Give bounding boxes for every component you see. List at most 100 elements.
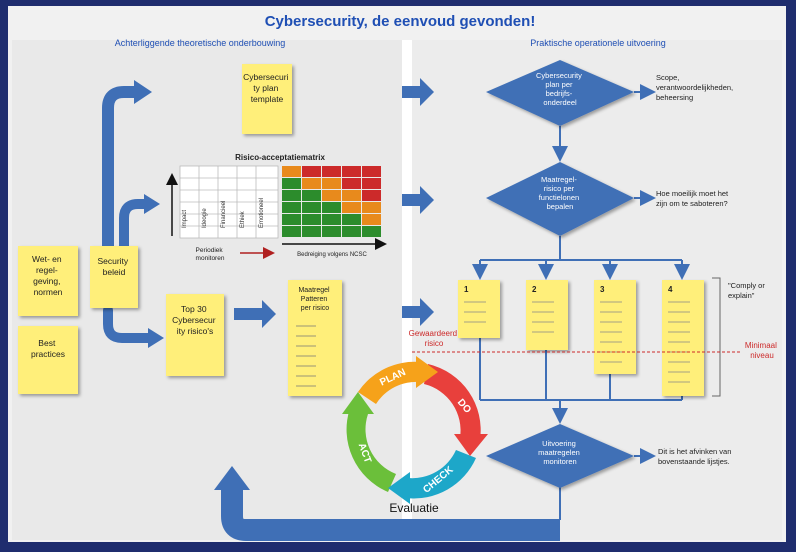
heat-cell — [302, 178, 321, 189]
risk-matrix-label-grid — [179, 165, 279, 239]
level-card-1-number: 1 — [464, 285, 469, 294]
pdca-check-arrowhead — [388, 472, 410, 504]
heat-cell — [302, 226, 321, 237]
heat-cell — [342, 214, 361, 225]
heat-cell — [342, 190, 361, 201]
diamond-1-text: Cybersecurity plan per bedrijfs- onderde… — [536, 71, 584, 107]
sticky-template-text: Cybersecuri ty plan template — [243, 72, 291, 104]
heat-cell — [282, 166, 301, 177]
matrix-label-emotioneel: Emotioneel — [259, 198, 265, 228]
block-arrows — [234, 78, 434, 328]
level-card-4-number: 4 — [668, 285, 673, 294]
comply-bracket — [712, 277, 721, 397]
sticky-wet-text: Wet- en regel- geving, normen — [32, 254, 64, 297]
diamond-uitvoering-monitoren: Uitvoering maatregelen monitoren — [486, 424, 634, 488]
gewaardeerd-risico-label: Gewaardeerd risico — [409, 329, 460, 348]
diamond-plan-per-onderdeel: Cybersecurity plan per bedrijfs- onderde… — [486, 60, 634, 126]
heat-cell — [282, 190, 301, 201]
curved-arrows — [102, 86, 155, 343]
risk-matrix-column-labels: Impact Ideogie Financieel Ethiek Emotion… — [182, 198, 265, 228]
level-card-1: 1 — [458, 280, 500, 338]
column-divider — [402, 40, 412, 540]
heat-cell — [322, 214, 341, 225]
pdca-plan-arrowhead — [416, 356, 438, 388]
pdca-act-segment — [346, 408, 396, 492]
side-note-afvinken: Dit is het afvinken van bovenstaande lij… — [658, 447, 733, 466]
heat-cell — [322, 190, 341, 201]
heat-cell — [302, 190, 321, 201]
arrow-top30-to-maatregelen — [234, 300, 276, 328]
level-card-3: 3 — [594, 280, 636, 374]
matrix-x-axis-label: Bedreiging volgens NCSC — [297, 252, 367, 258]
heat-cell — [302, 166, 321, 177]
heat-cell — [362, 226, 381, 237]
heat-cell — [362, 190, 381, 201]
risk-matrix-title: Risico-acceptatiematrix — [235, 153, 325, 162]
maatregelen-lines — [296, 325, 316, 387]
page-title: Cybersecurity, de eenvoud gevonden! — [265, 13, 536, 30]
level-card-3-number: 3 — [600, 285, 605, 294]
heat-cell — [282, 178, 301, 189]
matrix-monitor-label: Periodiek monitoren — [196, 247, 225, 262]
heat-cell — [282, 226, 301, 237]
level-card-2: 2 — [526, 280, 568, 350]
heat-cell — [282, 202, 301, 213]
heat-cell — [322, 166, 341, 177]
sticky-maatregelen: Maatregel Patteren per risico — [288, 280, 342, 396]
heat-cell — [322, 178, 341, 189]
sticky-wet-regelgeving: Wet- en regel- geving, normen — [18, 246, 78, 316]
sticky-best-practices: Best practices — [18, 326, 78, 394]
flow-lines — [472, 84, 690, 520]
heat-cell — [342, 178, 361, 189]
heat-cell — [362, 178, 381, 189]
heat-cell — [362, 202, 381, 213]
sticky-security-beleid: Security beleid — [90, 246, 138, 308]
side-note-scope: Scope, verantwoordelijkheden, beheersing — [656, 73, 735, 102]
minimaal-niveau-label: Minimaal niveau — [745, 341, 779, 360]
side-note-saboteren: Hoe moeilijk moet het zijn om te saboter… — [656, 189, 730, 208]
sticky-security-text: Security beleid — [97, 256, 130, 277]
arrow-right-1 — [402, 78, 434, 106]
right-column-header: Praktische operationele uitvoering — [530, 38, 666, 48]
sticky-plan-template: Cybersecuri ty plan template — [242, 64, 292, 134]
pdca-plan-segment — [358, 361, 420, 404]
sticky-best-text: Best practices — [31, 338, 65, 359]
level-card-2-number: 2 — [532, 285, 537, 294]
heat-cell — [362, 166, 381, 177]
pdca-do-segment — [424, 364, 481, 440]
heat-cell — [322, 226, 341, 237]
pdca-do-arrowhead — [454, 434, 488, 456]
return-arrow — [214, 466, 560, 541]
sticky-top30: Top 30 Cybersecur ity risico's — [166, 294, 224, 376]
matrix-label-ethiek: Ethiek — [240, 210, 246, 228]
sticky-maatregelen-text: Maatregel Patteren per risico — [298, 287, 331, 312]
risk-heat-cells — [282, 166, 381, 237]
heat-cell — [342, 226, 361, 237]
matrix-label-impact: Impact — [182, 210, 188, 228]
curved-arrow-heads — [134, 80, 164, 348]
diamond-2-text: Maatregel- risico per functielonen bepal… — [539, 175, 582, 211]
evaluatie-label: Evaluatie — [389, 501, 439, 515]
pdca-check-segment — [406, 450, 476, 499]
arrow-right-2 — [402, 186, 434, 214]
heat-cell — [342, 202, 361, 213]
matrix-label-financieel: Financieel — [221, 201, 227, 228]
arrow-right-3 — [402, 298, 434, 326]
heat-cell — [322, 202, 341, 213]
risk-matrix: Risico-acceptatiematrix Impact Ideogie F… — [166, 153, 387, 262]
diamond-maatregel-risico: Maatregel- risico per functielonen bepal… — [486, 162, 634, 236]
heat-cell — [282, 214, 301, 225]
diamond-3-text: Uitvoering maatregelen monitoren — [538, 439, 582, 466]
sticky-top30-text: Top 30 Cybersecur ity risico's — [172, 304, 218, 336]
pdca-act-arrowhead — [342, 392, 374, 414]
heat-cell — [302, 202, 321, 213]
level-card-4: 4 — [662, 280, 704, 396]
left-column-header: Achterliggende theoretische onderbouwing — [115, 38, 286, 48]
matrix-label-ideogie: Ideogie — [202, 208, 208, 228]
heat-cell — [302, 214, 321, 225]
heat-cell — [362, 214, 381, 225]
level-card-lines — [464, 301, 690, 383]
side-note-comply: "Comply or explain" — [728, 281, 767, 300]
